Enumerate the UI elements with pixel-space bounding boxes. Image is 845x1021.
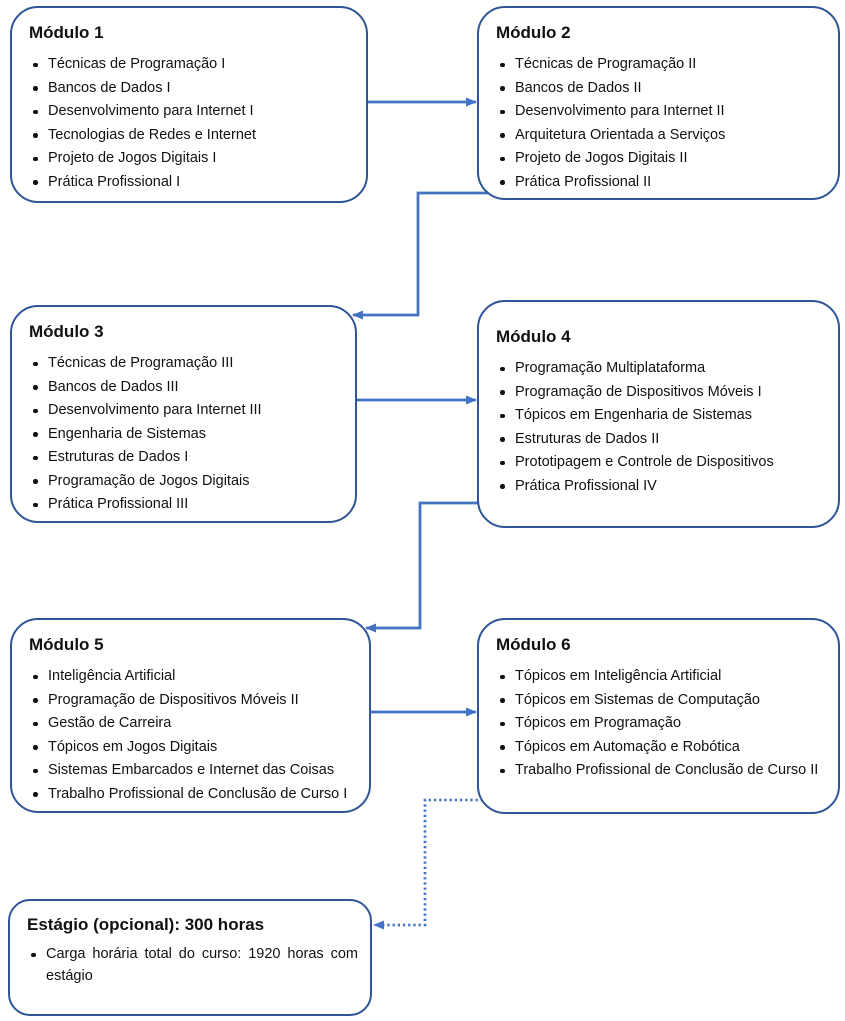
internship-detail-list: Carga horária total do curso: 1920 horas…	[27, 943, 370, 987]
course-item: Prática Profissional II	[496, 171, 830, 195]
module-1-title: Módulo 1	[29, 23, 104, 42]
course-item: Estruturas de Dados I	[29, 446, 347, 470]
course-item: Técnicas de Programação II	[496, 53, 830, 77]
course-item: Técnicas de Programação III	[29, 352, 347, 376]
course-item: Sistemas Embarcados e Internet das Coisa…	[29, 759, 361, 783]
course-item: Prototipagem e Controle de Dispositivos	[496, 451, 830, 475]
module-3-title: Módulo 3	[29, 322, 104, 341]
module-5-title: Módulo 5	[29, 635, 104, 654]
course-item: Carga horária total do curso: 1920 horas…	[27, 943, 370, 987]
course-item: Tópicos em Jogos Digitais	[29, 736, 361, 760]
course-item: Desenvolvimento para Internet I	[29, 100, 358, 124]
course-item: Prática Profissional III	[29, 493, 347, 517]
course-item: Tópicos em Sistemas de Computação	[496, 689, 830, 713]
connector-module2-module3	[352, 191, 489, 320]
course-item: Trabalho Profissional de Conclusão de Cu…	[496, 759, 830, 783]
course-item: Bancos de Dados I	[29, 77, 358, 101]
course-item: Tópicos em Programação	[496, 712, 830, 736]
course-item: Arquitetura Orientada a Serviços	[496, 124, 830, 148]
course-item: Programação de Jogos Digitais	[29, 470, 347, 494]
course-item: Gestão de Carreira	[29, 712, 361, 736]
internship-title: Estágio (opcional): 300 horas	[27, 915, 265, 934]
course-item: Tópicos em Engenharia de Sistemas	[496, 404, 830, 428]
course-item: Tecnologias de Redes e Internet	[29, 124, 358, 148]
course-item: Desenvolvimento para Internet II	[496, 100, 830, 124]
course-item: Projeto de Jogos Digitais II	[496, 147, 830, 171]
course-item: Desenvolvimento para Internet III	[29, 399, 347, 423]
course-item: Tópicos em Automação e Robótica	[496, 736, 830, 760]
internship-card: Estágio (opcional): 300 horas Carga horá…	[8, 899, 372, 1016]
module-6-title: Módulo 6	[496, 635, 571, 654]
course-item: Prática Profissional I	[29, 171, 358, 195]
course-item: Técnicas de Programação I	[29, 53, 358, 77]
connector-module4-module5	[365, 501, 480, 633]
course-item: Estruturas de Dados II	[496, 428, 830, 452]
connector-module6-internship	[373, 798, 483, 930]
course-item: Trabalho Profissional de Conclusão de Cu…	[29, 783, 361, 807]
course-item: Prática Profissional IV	[496, 475, 830, 499]
course-item: Tópicos em Inteligência Artificial	[496, 665, 830, 689]
module-4-title: Módulo 4	[496, 327, 571, 346]
course-item: Engenharia de Sistemas	[29, 423, 347, 447]
course-item: Programação Multiplataforma	[496, 357, 830, 381]
course-item: Programação de Dispositivos Móveis I	[496, 381, 830, 405]
module-6-card: Módulo 6 Tópicos em Inteligência Artific…	[477, 618, 840, 814]
module-2-title: Módulo 2	[496, 23, 571, 42]
course-item: Bancos de Dados III	[29, 376, 347, 400]
course-item: Inteligência Artificial	[29, 665, 361, 689]
course-item: Bancos de Dados II	[496, 77, 830, 101]
course-item: Programação de Dispositivos Móveis II	[29, 689, 361, 713]
course-item: Projeto de Jogos Digitais I	[29, 147, 358, 171]
